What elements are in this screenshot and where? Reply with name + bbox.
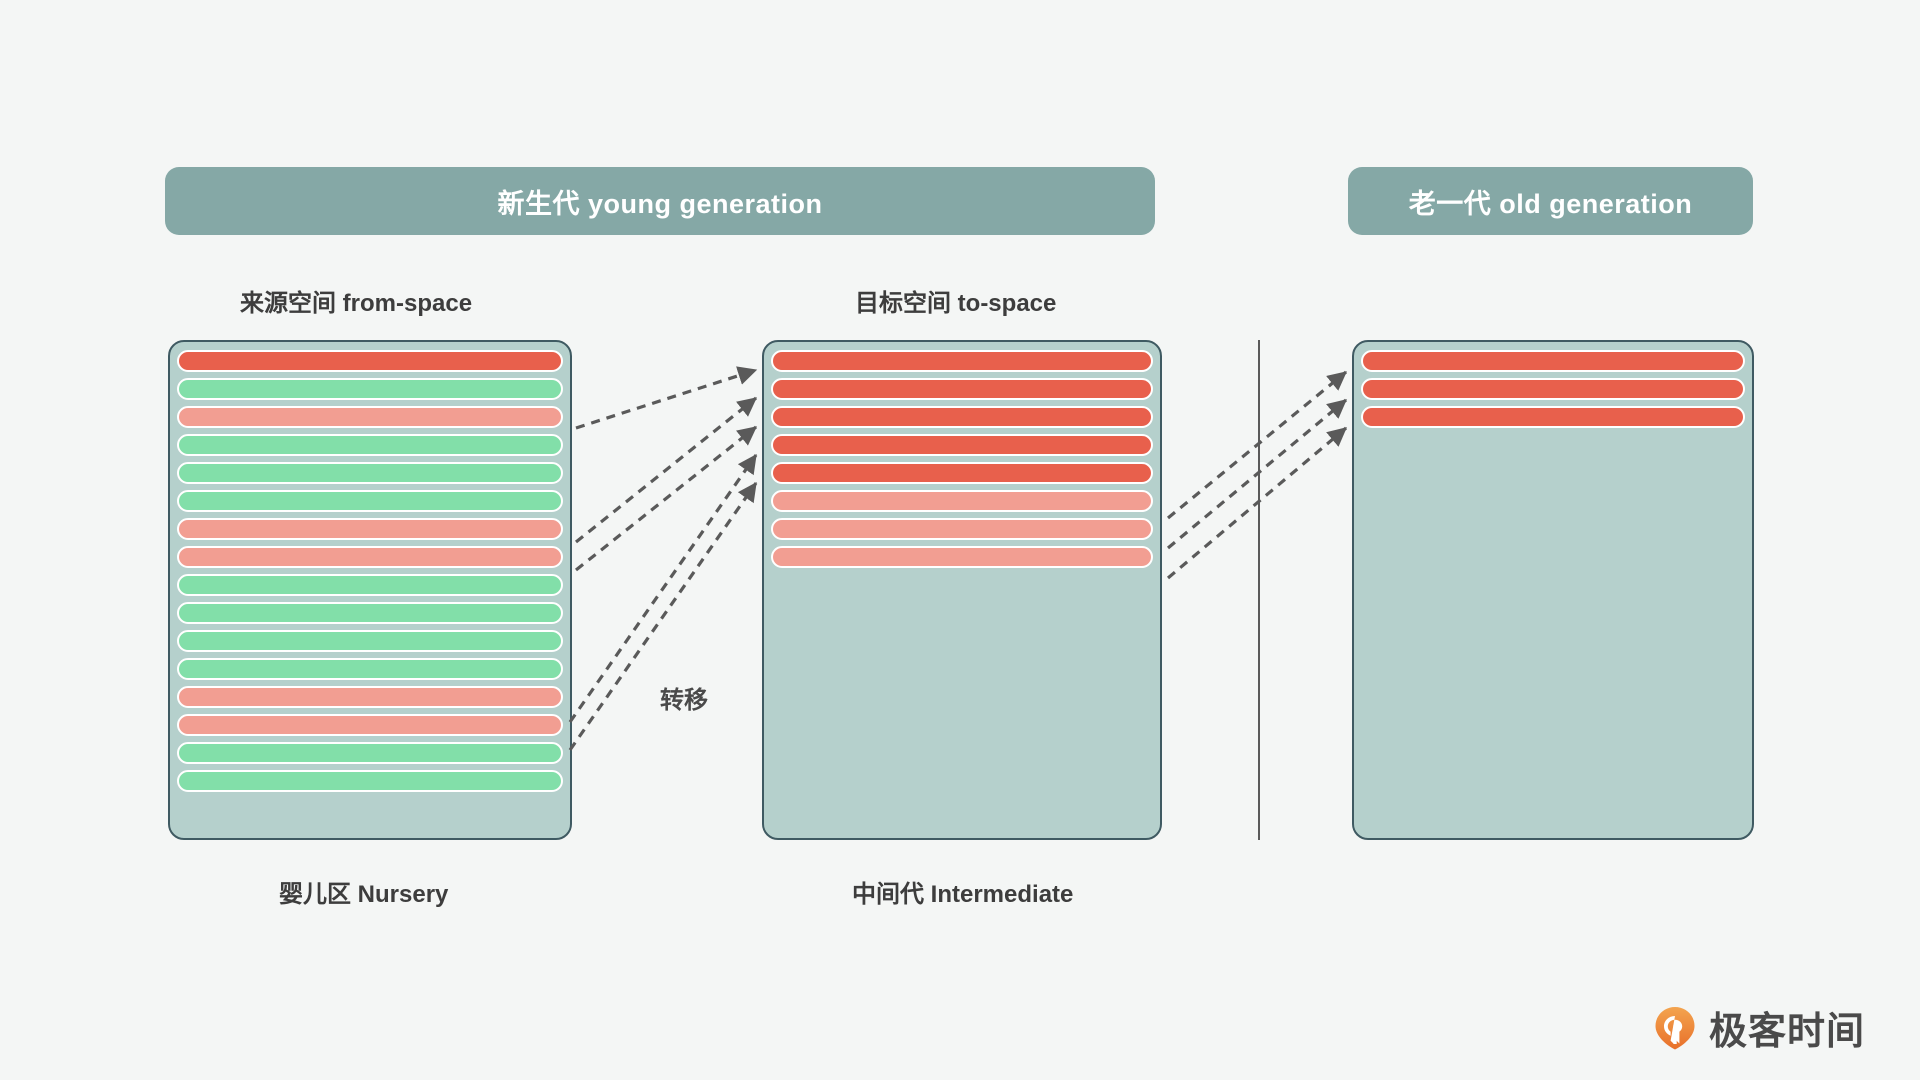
from-space-label: 来源空间 from-space	[240, 290, 473, 317]
memory-block	[771, 518, 1153, 540]
intermediate-label: 中间代 Intermediate	[852, 881, 1074, 908]
memory-block	[1361, 350, 1745, 372]
memory-block	[177, 406, 563, 428]
brand-logo: 极客时间	[1652, 1000, 1865, 1055]
to-space-label: 目标空间 to-space	[855, 290, 1057, 317]
location-pin-icon	[1652, 1005, 1698, 1051]
memory-block	[177, 602, 563, 624]
memory-block	[771, 350, 1153, 372]
memory-block	[771, 434, 1153, 456]
memory-block	[177, 546, 563, 568]
memory-block	[177, 770, 563, 792]
memory-block	[771, 378, 1153, 400]
memory-block	[177, 742, 563, 764]
memory-block	[177, 714, 563, 736]
memory-block	[771, 406, 1153, 428]
transfer-label: 转移	[660, 687, 708, 714]
to-space-container	[762, 340, 1162, 840]
memory-block	[177, 658, 563, 680]
generation-divider-line	[1258, 340, 1260, 840]
memory-block	[177, 686, 563, 708]
memory-block	[177, 350, 563, 372]
from-space-container	[168, 340, 572, 840]
memory-block	[177, 574, 563, 596]
memory-block	[1361, 378, 1745, 400]
memory-block	[177, 378, 563, 400]
memory-block	[177, 434, 563, 456]
old-generation-header: 老一代 old generation	[1348, 167, 1753, 235]
nursery-label: 婴儿区 Nursery	[279, 881, 449, 908]
memory-block	[177, 462, 563, 484]
memory-block	[771, 546, 1153, 568]
memory-block	[177, 630, 563, 652]
memory-block	[771, 490, 1153, 512]
young-generation-title: 新生代 young generation	[497, 188, 823, 219]
old-generation-title: 老一代 old generation	[1408, 188, 1693, 219]
old-generation-container	[1352, 340, 1754, 840]
brand-name: 极客时间	[1709, 1011, 1866, 1053]
to-space-to-old-arrows	[1166, 370, 1348, 580]
young-generation-header: 新生代 young generation	[165, 167, 1155, 235]
memory-block	[177, 490, 563, 512]
memory-block	[177, 518, 563, 540]
memory-block	[1361, 406, 1745, 428]
memory-block	[771, 462, 1153, 484]
